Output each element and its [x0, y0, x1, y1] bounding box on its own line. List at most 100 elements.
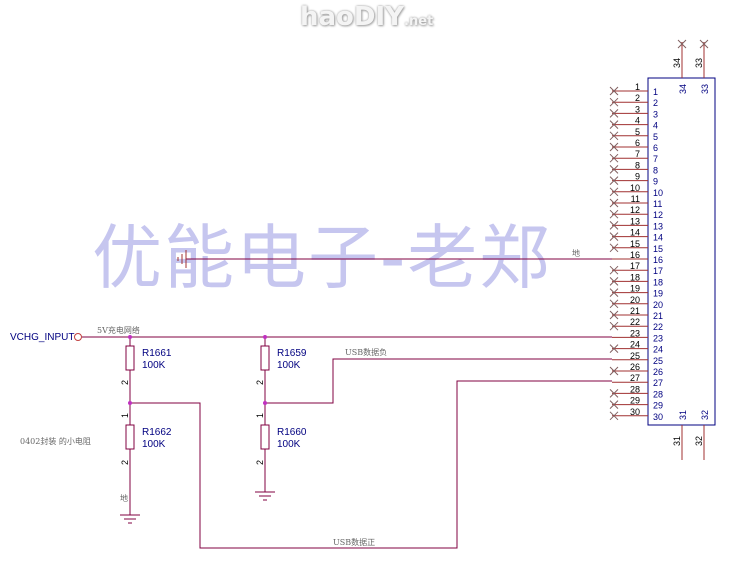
pin-number-outer: 17: [630, 261, 640, 271]
no-connect-icon: [609, 86, 619, 96]
r1660-ref: R1660: [277, 427, 307, 438]
pin-number-outer: 7: [635, 149, 640, 159]
logo-text: haoDIY: [300, 2, 404, 32]
pin-number-inner: 26: [653, 367, 663, 377]
pin-number-inner: 12: [653, 210, 663, 220]
pin-number-inner: 28: [653, 389, 663, 399]
no-connect-icon: [609, 131, 619, 141]
no-connect-icon: [609, 243, 619, 253]
no-connect-icon: [609, 400, 619, 409]
no-connect-icon: [609, 221, 619, 230]
no-connect-icon: [609, 120, 619, 129]
no-connect-icon: [609, 176, 619, 185]
pin-number-inner: 6: [653, 143, 658, 153]
pin-number-inner: 23: [653, 333, 663, 343]
r1662-value: 100K: [142, 439, 166, 450]
pin-number-inner: 25: [653, 356, 663, 366]
r1659-value: 100K: [277, 360, 301, 371]
watermark: 优能电子-老郑: [92, 217, 552, 299]
pin-number-outer: 10: [630, 183, 640, 193]
pin-number-outer: 16: [630, 250, 640, 260]
no-connect-icon: [609, 299, 619, 309]
resistor-r1661: [125, 345, 135, 371]
r1661-ref: R1661: [142, 348, 172, 359]
pin-number-inner: 7: [653, 154, 658, 164]
r1660-value: 100K: [277, 439, 301, 450]
pin-number-inner: 30: [653, 412, 663, 422]
ground-symbol-left: [120, 514, 140, 524]
input-label: VCHG_INPUT: [10, 332, 74, 343]
pin-number-outer: 32: [694, 436, 704, 446]
pin-number-inner: 5: [653, 132, 658, 142]
no-connect-icon: [609, 277, 619, 286]
no-connect-icon: [609, 366, 619, 376]
no-connect-icon: [609, 310, 619, 320]
pin-number-outer: 19: [630, 284, 640, 294]
r1659-ref: R1659: [277, 348, 307, 359]
pin-number-outer: 6: [635, 138, 640, 148]
no-connect-icon: [699, 39, 709, 49]
pin-number-inner: 18: [653, 277, 663, 287]
pin-number-outer: 21: [630, 306, 640, 316]
pin-number-outer: 26: [630, 362, 640, 372]
r1662-ref: R1662: [142, 427, 172, 438]
pin-number-inner: 27: [653, 378, 663, 388]
net-label-gnd-left: 地: [120, 493, 128, 503]
pin-number-outer: 29: [630, 396, 640, 406]
r1659-pin2: 2: [255, 380, 265, 385]
haodiy-logo: haoDIY.net: [300, 2, 433, 32]
pin-number-inner: 22: [653, 322, 663, 332]
pin-number-inner: 32: [700, 410, 710, 420]
pin-number-inner: 4: [653, 121, 658, 131]
no-connect-icon: [609, 153, 619, 163]
pin-number-outer: 22: [630, 317, 640, 327]
pin-number-outer: 28: [630, 384, 640, 394]
r1661-value: 100K: [142, 360, 166, 371]
no-connect-icon: [609, 265, 619, 275]
pin-number-outer: 20: [630, 295, 640, 305]
pin-number-inner: 21: [653, 311, 663, 321]
wire-usb-pos: [130, 380, 612, 549]
pin-number-outer: 1: [635, 82, 640, 92]
pin-number-outer: 24: [630, 340, 640, 350]
r1661-pin2: 2: [120, 380, 130, 385]
pin-number-outer: 8: [635, 160, 640, 170]
pin-number-inner: 29: [653, 401, 663, 411]
pin-number-inner: 3: [653, 109, 658, 119]
pin-number-inner: 33: [700, 84, 710, 94]
pin-number-inner: 13: [653, 221, 663, 231]
pin-number-inner: 9: [653, 177, 658, 187]
no-connect-icon: [609, 389, 619, 398]
no-connect-icon: [609, 165, 619, 174]
net-label-usb-neg: USB数据负: [345, 347, 387, 357]
wire-usb-neg: [265, 358, 612, 404]
no-connect-icon: [609, 411, 619, 421]
pin-number-inner: 17: [653, 266, 663, 276]
connector-body: [647, 77, 716, 426]
pin-number-inner: 19: [653, 289, 663, 299]
pin-number-inner: 14: [653, 233, 663, 243]
pin-number-outer: 2: [635, 93, 640, 103]
pin-number-outer: 11: [631, 194, 640, 204]
no-connect-icon: [677, 39, 687, 49]
no-connect-icon: [609, 109, 619, 118]
no-connect-icon: [609, 142, 619, 152]
no-connect-icon: [609, 97, 619, 107]
pin-number-inner: 31: [678, 410, 688, 420]
pin-number-outer: 23: [630, 328, 640, 338]
pin-number-outer: 30: [630, 407, 640, 417]
pin-number-inner: 10: [653, 188, 663, 198]
pin-number-outer: 15: [630, 239, 640, 249]
pin-number-inner: 11: [653, 199, 662, 209]
pin-number-outer: 14: [630, 228, 640, 238]
resistor-r1660: [260, 424, 270, 450]
no-connect-icon: [609, 232, 619, 241]
pin-number-outer: 27: [630, 373, 640, 383]
r1662-pin1: 1: [120, 413, 130, 418]
logo-suffix: .net: [404, 14, 434, 29]
input-port-icon: [74, 333, 82, 341]
no-connect-icon: [609, 209, 619, 219]
pin-number-inner: 8: [653, 165, 658, 175]
no-connect-icon: [609, 198, 619, 208]
